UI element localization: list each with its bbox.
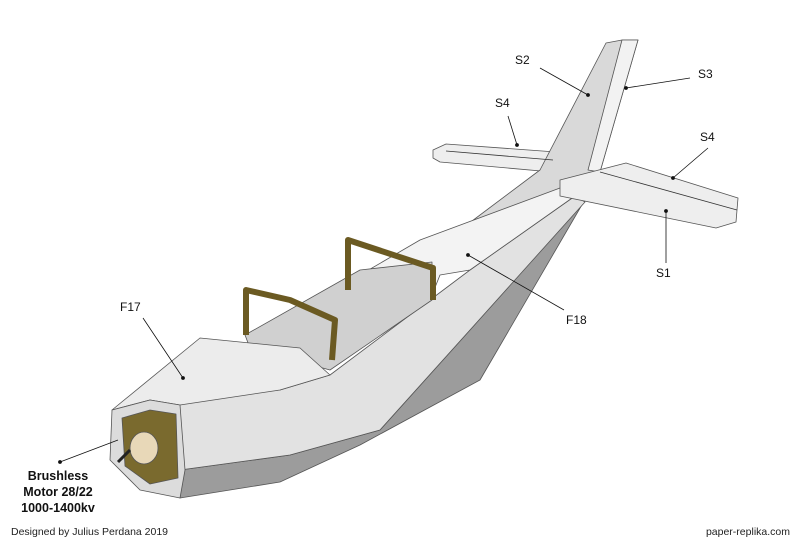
- former-front: [243, 287, 338, 361]
- former-rear: [345, 237, 436, 300]
- leader-s3: [625, 77, 691, 89]
- motor-label-line: Brushless: [27, 469, 89, 483]
- motor-body: [129, 431, 159, 465]
- leader-s2: [539, 67, 589, 96]
- elevator-hinge-left: [445, 150, 554, 161]
- motor-label-line: Motor 28/22: [23, 485, 93, 499]
- motor-label: Brushless Motor 28/22 1000-1400kv: [8, 468, 108, 516]
- label-s4-right: S4: [700, 130, 715, 144]
- label-s2: S2: [515, 53, 530, 67]
- leader-s4-left: [507, 115, 518, 146]
- motor-shaft: [116, 448, 132, 464]
- label-s4-left: S4: [495, 96, 510, 110]
- website-link[interactable]: paper-replika.com: [705, 526, 790, 538]
- label-s1: S1: [656, 266, 671, 280]
- label-f18: F18: [566, 313, 587, 327]
- elevator-hinge: [599, 171, 738, 211]
- leader-motor: [59, 439, 119, 463]
- label-f17: F17: [120, 300, 141, 314]
- leader-f17: [142, 317, 184, 379]
- leader-f18: [467, 254, 565, 311]
- motor-label-line: 1000-1400kv: [21, 501, 95, 515]
- right-stabilizer: [559, 162, 739, 229]
- label-s3: S3: [698, 67, 713, 81]
- designer-credit: Designed by Julius Perdana 2019: [11, 526, 169, 538]
- left-stabilizer: [432, 143, 557, 173]
- leader-s4-right: [672, 147, 709, 179]
